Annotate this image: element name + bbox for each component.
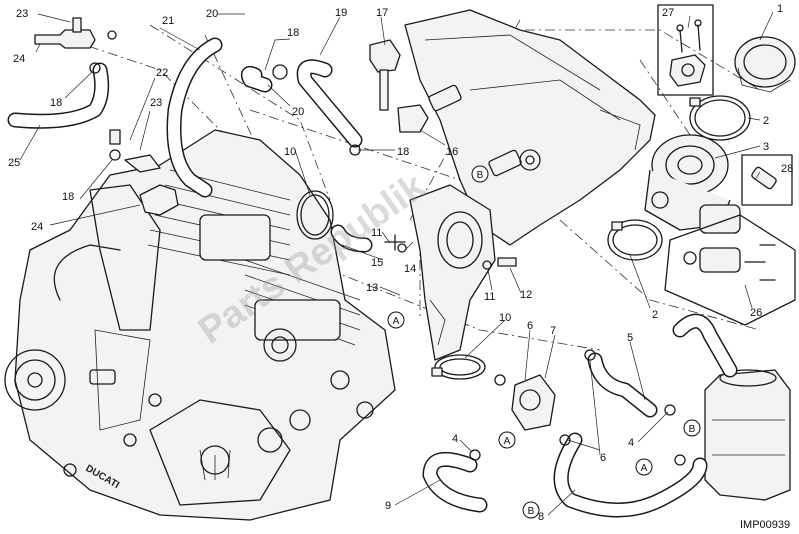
callout-1: 1 [777, 3, 783, 15]
callout-22: 22 [156, 67, 168, 79]
ref-label: A [504, 436, 511, 447]
callout-4: 4 [628, 437, 634, 449]
callout-17: 17 [376, 7, 388, 19]
callout-2: 2 [763, 115, 769, 127]
callout-6: 6 [527, 320, 533, 332]
callout-9: 9 [385, 500, 391, 512]
callout-10: 10 [499, 312, 511, 324]
callout-11: 11 [371, 227, 382, 239]
clamp-2-upper [689, 95, 751, 141]
throttle-position-sensor [657, 4, 714, 96]
ref-label: A [393, 316, 400, 327]
callout-24: 24 [13, 53, 25, 65]
callout-18: 18 [397, 146, 409, 158]
callout-18: 18 [62, 191, 74, 203]
callout-2: 2 [652, 309, 658, 321]
callout-5: 5 [627, 332, 633, 344]
callout-26: 26 [750, 307, 762, 319]
ref-label: B [689, 424, 696, 435]
callout-10: 10 [284, 146, 296, 158]
callout-18: 18 [287, 27, 299, 39]
callout-6: 6 [600, 452, 606, 464]
callout-13: 13 [366, 282, 378, 294]
clamp-2-lower [607, 219, 663, 261]
ref-A-3: A [635, 458, 653, 476]
callout-20: 20 [206, 8, 218, 20]
callout-15: 15 [371, 257, 383, 269]
callout-23: 23 [150, 97, 162, 109]
air-box [404, 9, 656, 246]
callout-27: 27 [662, 7, 674, 19]
callout-14: 14 [404, 263, 416, 275]
ref-A-2: A [498, 431, 516, 449]
callout-8: 8 [538, 511, 544, 523]
callout-20: 20 [292, 106, 304, 118]
callout-7: 7 [550, 325, 556, 337]
hoses [7, 37, 708, 518]
throttle-body [644, 134, 741, 234]
callout-12: 12 [520, 289, 532, 301]
callout-4: 4 [452, 433, 458, 445]
callout-3: 3 [763, 141, 769, 153]
drawing-code: IMP00939 [740, 519, 790, 531]
clamp-10-upper [296, 190, 334, 240]
callout-18: 18 [50, 97, 62, 109]
ref-A-1: A [387, 311, 405, 329]
ref-B-2: B [683, 419, 701, 437]
clamp-10-lower [431, 354, 486, 380]
ref-B-3: B [522, 501, 540, 519]
small-parts [34, 17, 686, 466]
callout-numbers: 1 2 2 3 4 4 5 6 6 7 8 9 10 10 11 11 12 1… [8, 3, 793, 523]
ref-label: A [641, 463, 648, 474]
ref-B-1: B [471, 165, 489, 183]
callout-11: 11 [484, 291, 495, 303]
callout-16: 16 [446, 146, 458, 158]
evap-canister [672, 313, 791, 501]
callout-25: 25 [8, 157, 20, 169]
callout-21: 21 [162, 15, 174, 27]
ref-label: B [477, 170, 484, 181]
callout-19: 19 [335, 7, 347, 19]
leader-lines [19, 11, 774, 516]
intake-rubber-1 [734, 36, 796, 93]
callout-28: 28 [781, 163, 793, 175]
idle-actuator-box [664, 154, 796, 326]
intake-manifold [409, 184, 496, 361]
callout-24: 24 [31, 221, 43, 233]
callout-23: 23 [16, 8, 28, 20]
ref-label: B [528, 506, 535, 517]
